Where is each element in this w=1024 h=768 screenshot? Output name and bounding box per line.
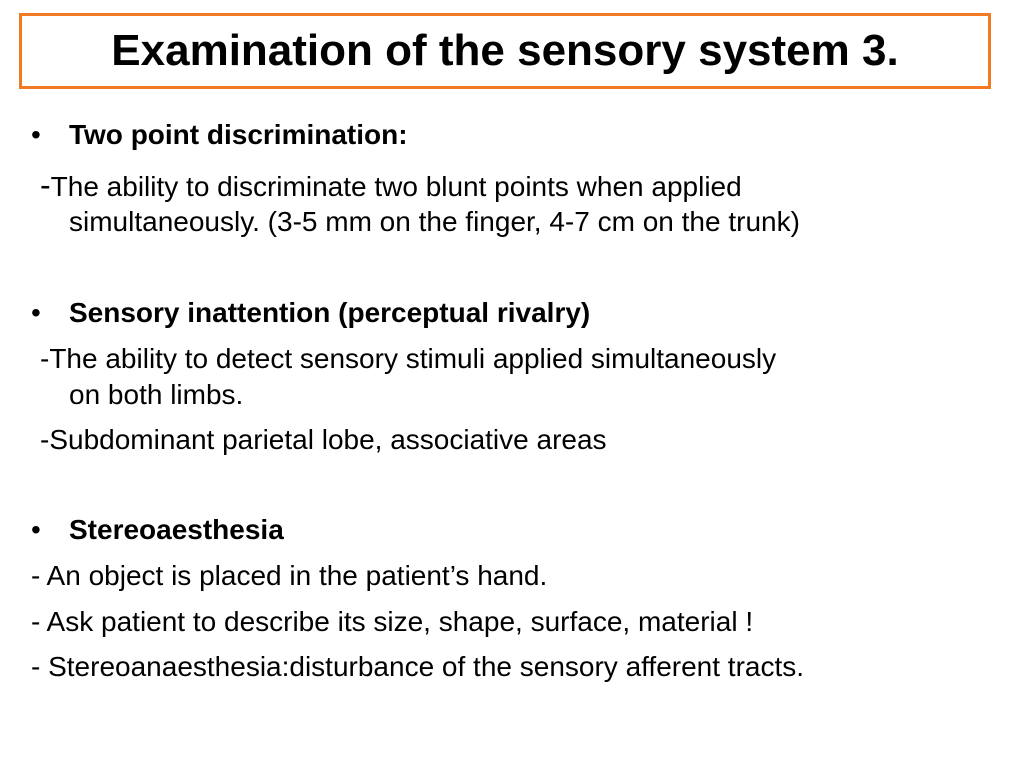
body-line: - An object is placed in the patient’s h…	[31, 560, 548, 591]
body-line: -The ability to detect sensory stimuli a…	[40, 343, 777, 374]
dash-mark: -	[40, 167, 51, 203]
title-box: Examination of the sensory system 3.	[19, 13, 991, 89]
bullet-dot: •	[31, 297, 41, 328]
section-heading-sensory-inattention: Sensory inattention (perceptual rivalry)	[69, 297, 591, 328]
body-line: -The ability to discriminate two blunt p…	[40, 168, 742, 204]
body-line: - Stereoanaesthesia:disturbance of the s…	[31, 651, 805, 682]
body-line-text: The ability to discriminate two blunt po…	[50, 171, 742, 202]
body-line: on both limbs.	[69, 379, 244, 410]
section-heading-stereoaesthesia: Stereoaesthesia	[69, 514, 284, 545]
body-line: - Ask patient to describe its size, shap…	[31, 606, 754, 637]
slide-title: Examination of the sensory system 3.	[111, 26, 899, 75]
bullet-dot: •	[31, 514, 41, 545]
body-line: -Subdominant parietal lobe, associative …	[40, 424, 607, 455]
bullet-dot: •	[31, 119, 41, 150]
body-line: simultaneously. (3-5 mm on the finger, 4…	[69, 206, 800, 237]
section-heading-two-point: Two point discrimination:	[69, 119, 408, 150]
